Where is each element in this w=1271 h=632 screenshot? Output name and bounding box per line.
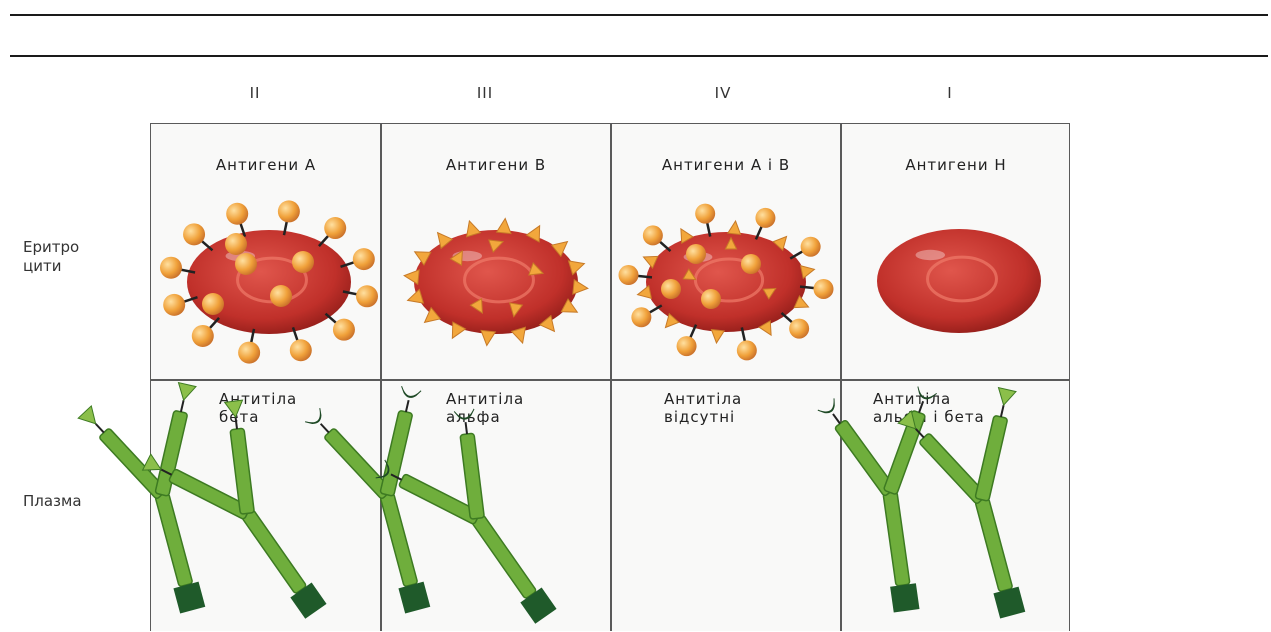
antigen-a (226, 203, 248, 225)
antibody-stem (975, 498, 1013, 592)
blood-group-table: Антигени А Антигени В Антигени А і В Ант… (150, 123, 1070, 631)
antigen-a (643, 225, 663, 245)
antigen-a (356, 285, 378, 307)
antibody-arm (973, 388, 1016, 502)
antibody-hinge (1001, 405, 1004, 417)
erythrocyte-antigens-b (381, 184, 611, 374)
row-label-erythrocytes: Еритро цити (23, 238, 79, 276)
antigen-a (183, 223, 205, 245)
antigen-a (278, 200, 300, 222)
antibody-stem (883, 491, 910, 586)
antibody-stem (155, 493, 193, 587)
antibody-hinge (406, 400, 409, 412)
antigen-a (290, 339, 312, 361)
antigen-label-i: Антигени Н (841, 156, 1071, 174)
antigen-a (801, 237, 821, 257)
antibody-base (398, 582, 430, 614)
antibody-stem (380, 493, 418, 587)
antigen-a (686, 244, 706, 264)
antigen-b (801, 266, 815, 279)
antigen-a (192, 325, 214, 347)
antibodies-beta (151, 380, 381, 632)
antibody-label-iv-line2: відсутні (664, 408, 742, 426)
antibody-hinge (919, 401, 923, 412)
top-rule (10, 14, 1268, 16)
erythrocyte-antigens-a (151, 184, 381, 374)
antibodies-alpha-beta (841, 380, 1071, 632)
row-label-erythrocytes-line1: Еритро (23, 238, 79, 257)
antigen-b (497, 219, 511, 234)
antibody-arm-segment (975, 415, 1008, 501)
red-blood-cell (187, 230, 351, 334)
antibody-hinge (181, 400, 184, 412)
antigen-label-iii: Антигени В (381, 156, 611, 174)
antigen-b (638, 286, 652, 299)
antibody-hinge (236, 417, 237, 429)
antigen-b (404, 270, 419, 284)
antigen-a (324, 217, 346, 239)
antibody-stem (242, 509, 307, 594)
erythrocyte-antigens-h (841, 184, 1071, 374)
antibody-hinge (96, 424, 104, 433)
antigen-a (701, 289, 721, 309)
antigen-a (661, 279, 681, 299)
antibody-stem (472, 514, 537, 599)
antibody-base (173, 582, 205, 614)
antibody-base (890, 583, 919, 612)
erythrocyte-antigens-ab (611, 184, 841, 374)
row-label-erythrocytes-line2: цити (23, 257, 79, 276)
antigen-b (573, 280, 588, 294)
antigen-a (353, 248, 375, 270)
cell-highlight (916, 250, 946, 260)
antibodies-alpha (381, 380, 611, 632)
antibody-hinge (466, 422, 467, 434)
antigen-b (711, 330, 724, 343)
alpha-binding-site (454, 409, 475, 420)
antigen-a (292, 251, 314, 273)
antigen-a (163, 294, 185, 316)
antibody-hinge (833, 414, 840, 424)
beta-binding-site (175, 383, 196, 403)
antigen-a (677, 336, 697, 356)
antigen-label-ii: Антигени А (151, 156, 381, 174)
antibody-label-iv: Антитілавідсутні (664, 390, 742, 426)
antigen-a (631, 307, 651, 327)
beta-binding-site (225, 400, 245, 418)
antigen-label-iv: Антигени А і В (611, 156, 841, 174)
group-header-i: I (890, 84, 1010, 102)
antigen-a (695, 204, 715, 224)
antibody-label-iv-line1: Антитіла (664, 390, 742, 408)
alpha-binding-site (915, 387, 937, 402)
antigen-a (160, 257, 182, 279)
antigen-a (789, 319, 809, 339)
antigen-a (333, 319, 355, 341)
row-label-plasma: Плазма (23, 492, 82, 511)
group-header-iv: IV (663, 84, 783, 102)
alpha-binding-site (400, 386, 422, 399)
antigen-a (755, 208, 775, 228)
alpha-binding-site (818, 398, 839, 417)
group-header-ii: II (195, 84, 315, 102)
antigen-a (202, 293, 224, 315)
antigen-a (618, 265, 638, 285)
antigen-a (741, 254, 761, 274)
antigen-a (225, 233, 247, 255)
beta-binding-site (995, 388, 1016, 408)
antigen-a (270, 285, 292, 307)
antigen-b (728, 221, 741, 234)
antibody-arm (898, 411, 988, 506)
second-rule (10, 55, 1268, 57)
antibody-arm (78, 406, 168, 501)
group-header-iii: III (425, 84, 545, 102)
antigen-a (235, 253, 257, 275)
antigen-a (814, 279, 834, 299)
antibody-base (993, 587, 1025, 619)
red-blood-cell (877, 229, 1041, 333)
antibody (817, 384, 967, 619)
antigen-a (238, 342, 260, 364)
antigen-a (737, 340, 757, 360)
antigen-b (481, 330, 495, 345)
